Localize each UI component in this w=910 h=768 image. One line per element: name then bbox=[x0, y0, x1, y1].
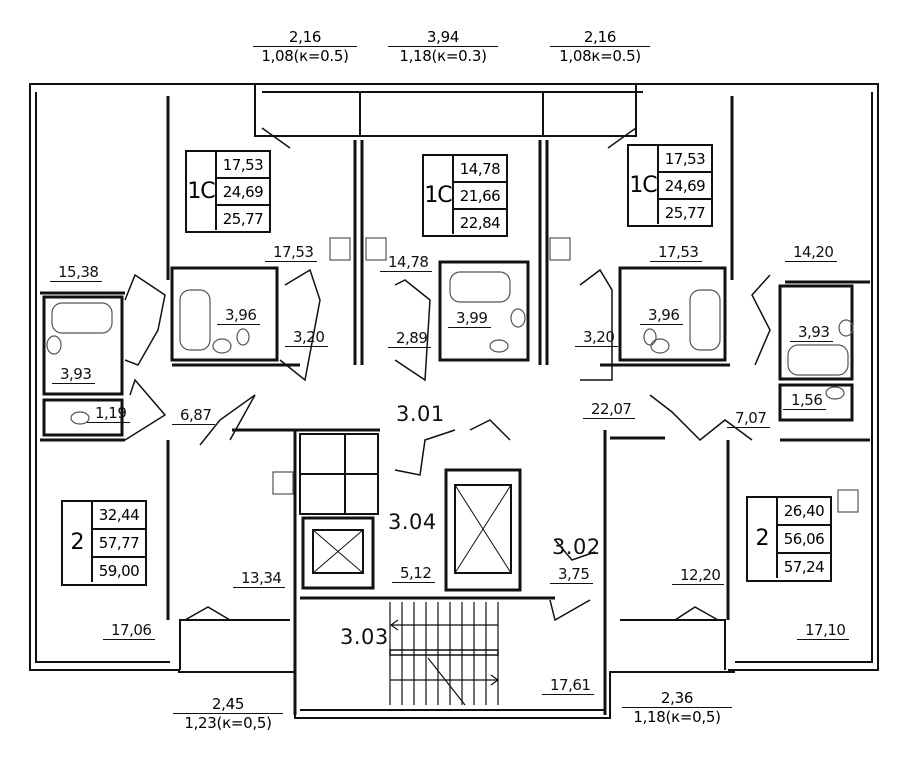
room-area-tr-room: 17,53 bbox=[650, 244, 703, 262]
room-area-right-wc: 1,56 bbox=[783, 392, 827, 410]
zone-code-stair: 3.03 bbox=[340, 625, 389, 649]
room-area-tl-bath: 3,96 bbox=[217, 307, 261, 325]
staircase bbox=[389, 602, 500, 706]
zone-code-lobby: 3.04 bbox=[388, 510, 437, 534]
apartment-tag-right: 2 26,40 56,06 57,24 bbox=[746, 496, 832, 582]
room-area-right-living: 17,10 bbox=[797, 622, 850, 640]
interior-walls bbox=[40, 96, 870, 715]
apartment-tag-top-right: 1С 17,53 24,69 25,77 bbox=[627, 144, 713, 227]
balcony-bottom-left-label: 2,45 1,23(к=0,5) bbox=[173, 696, 283, 731]
room-area-tl-room: 17,53 bbox=[265, 244, 318, 262]
room-area-vestibule: 3,75 bbox=[550, 566, 594, 584]
room-area-right-top: 14,20 bbox=[785, 244, 838, 262]
room-area-left-bath: 3,93 bbox=[52, 366, 96, 384]
room-area-tc-bath: 3,99 bbox=[448, 310, 492, 328]
room-area-left-living: 17,06 bbox=[103, 622, 156, 640]
room-area-right-bath: 3,93 bbox=[790, 324, 834, 342]
room-area-left-bedroom: 13,34 bbox=[233, 570, 286, 588]
outer-walls bbox=[29, 83, 879, 719]
balcony-top-center-label: 3,94 1,18(к=0.3) bbox=[388, 29, 498, 64]
room-area-lobby: 5,12 bbox=[392, 565, 436, 583]
room-area-corridor: 22,07 bbox=[583, 401, 636, 419]
room-area-tl-hall: 3,20 bbox=[285, 329, 329, 347]
bathtubs bbox=[46, 237, 859, 513]
room-area-tc-room: 14,78 bbox=[380, 254, 433, 272]
balcony-bottom-right-label: 2,36 1,18(к=0,5) bbox=[622, 690, 732, 725]
room-area-tr-bath: 3,96 bbox=[640, 307, 684, 325]
elevators bbox=[299, 433, 522, 592]
balcony-top-right-label: 2,16 1,08к=0.5) bbox=[550, 29, 650, 64]
balcony-top-left-label: 2,16 1,08(к=0.5) bbox=[253, 29, 357, 64]
room-area-left-wc: 1,19 bbox=[87, 405, 131, 423]
zone-code-corridor: 3.01 bbox=[396, 402, 445, 426]
apartment-tag-top-center: 1С 14,78 21,66 22,84 bbox=[422, 154, 508, 237]
room-area-tr-hall: 3,20 bbox=[575, 329, 619, 347]
room-area-left-hall: 6,87 bbox=[172, 407, 216, 425]
apartment-tag-top-left: 1С 17,53 24,69 25,77 bbox=[185, 150, 271, 233]
room-area-right-hall: 7,07 bbox=[727, 410, 771, 428]
room-area-right-bedroom: 12,20 bbox=[672, 567, 725, 585]
room-area-tc-hall: 2,89 bbox=[388, 330, 432, 348]
door-swings bbox=[124, 127, 771, 622]
zone-code-vestibule: 3.02 bbox=[552, 535, 601, 559]
room-area-stair: 17,61 bbox=[542, 677, 595, 695]
room-area-left-top: 15,38 bbox=[50, 264, 103, 282]
apartment-tag-left: 2 32,44 57,77 59,00 bbox=[61, 500, 147, 586]
